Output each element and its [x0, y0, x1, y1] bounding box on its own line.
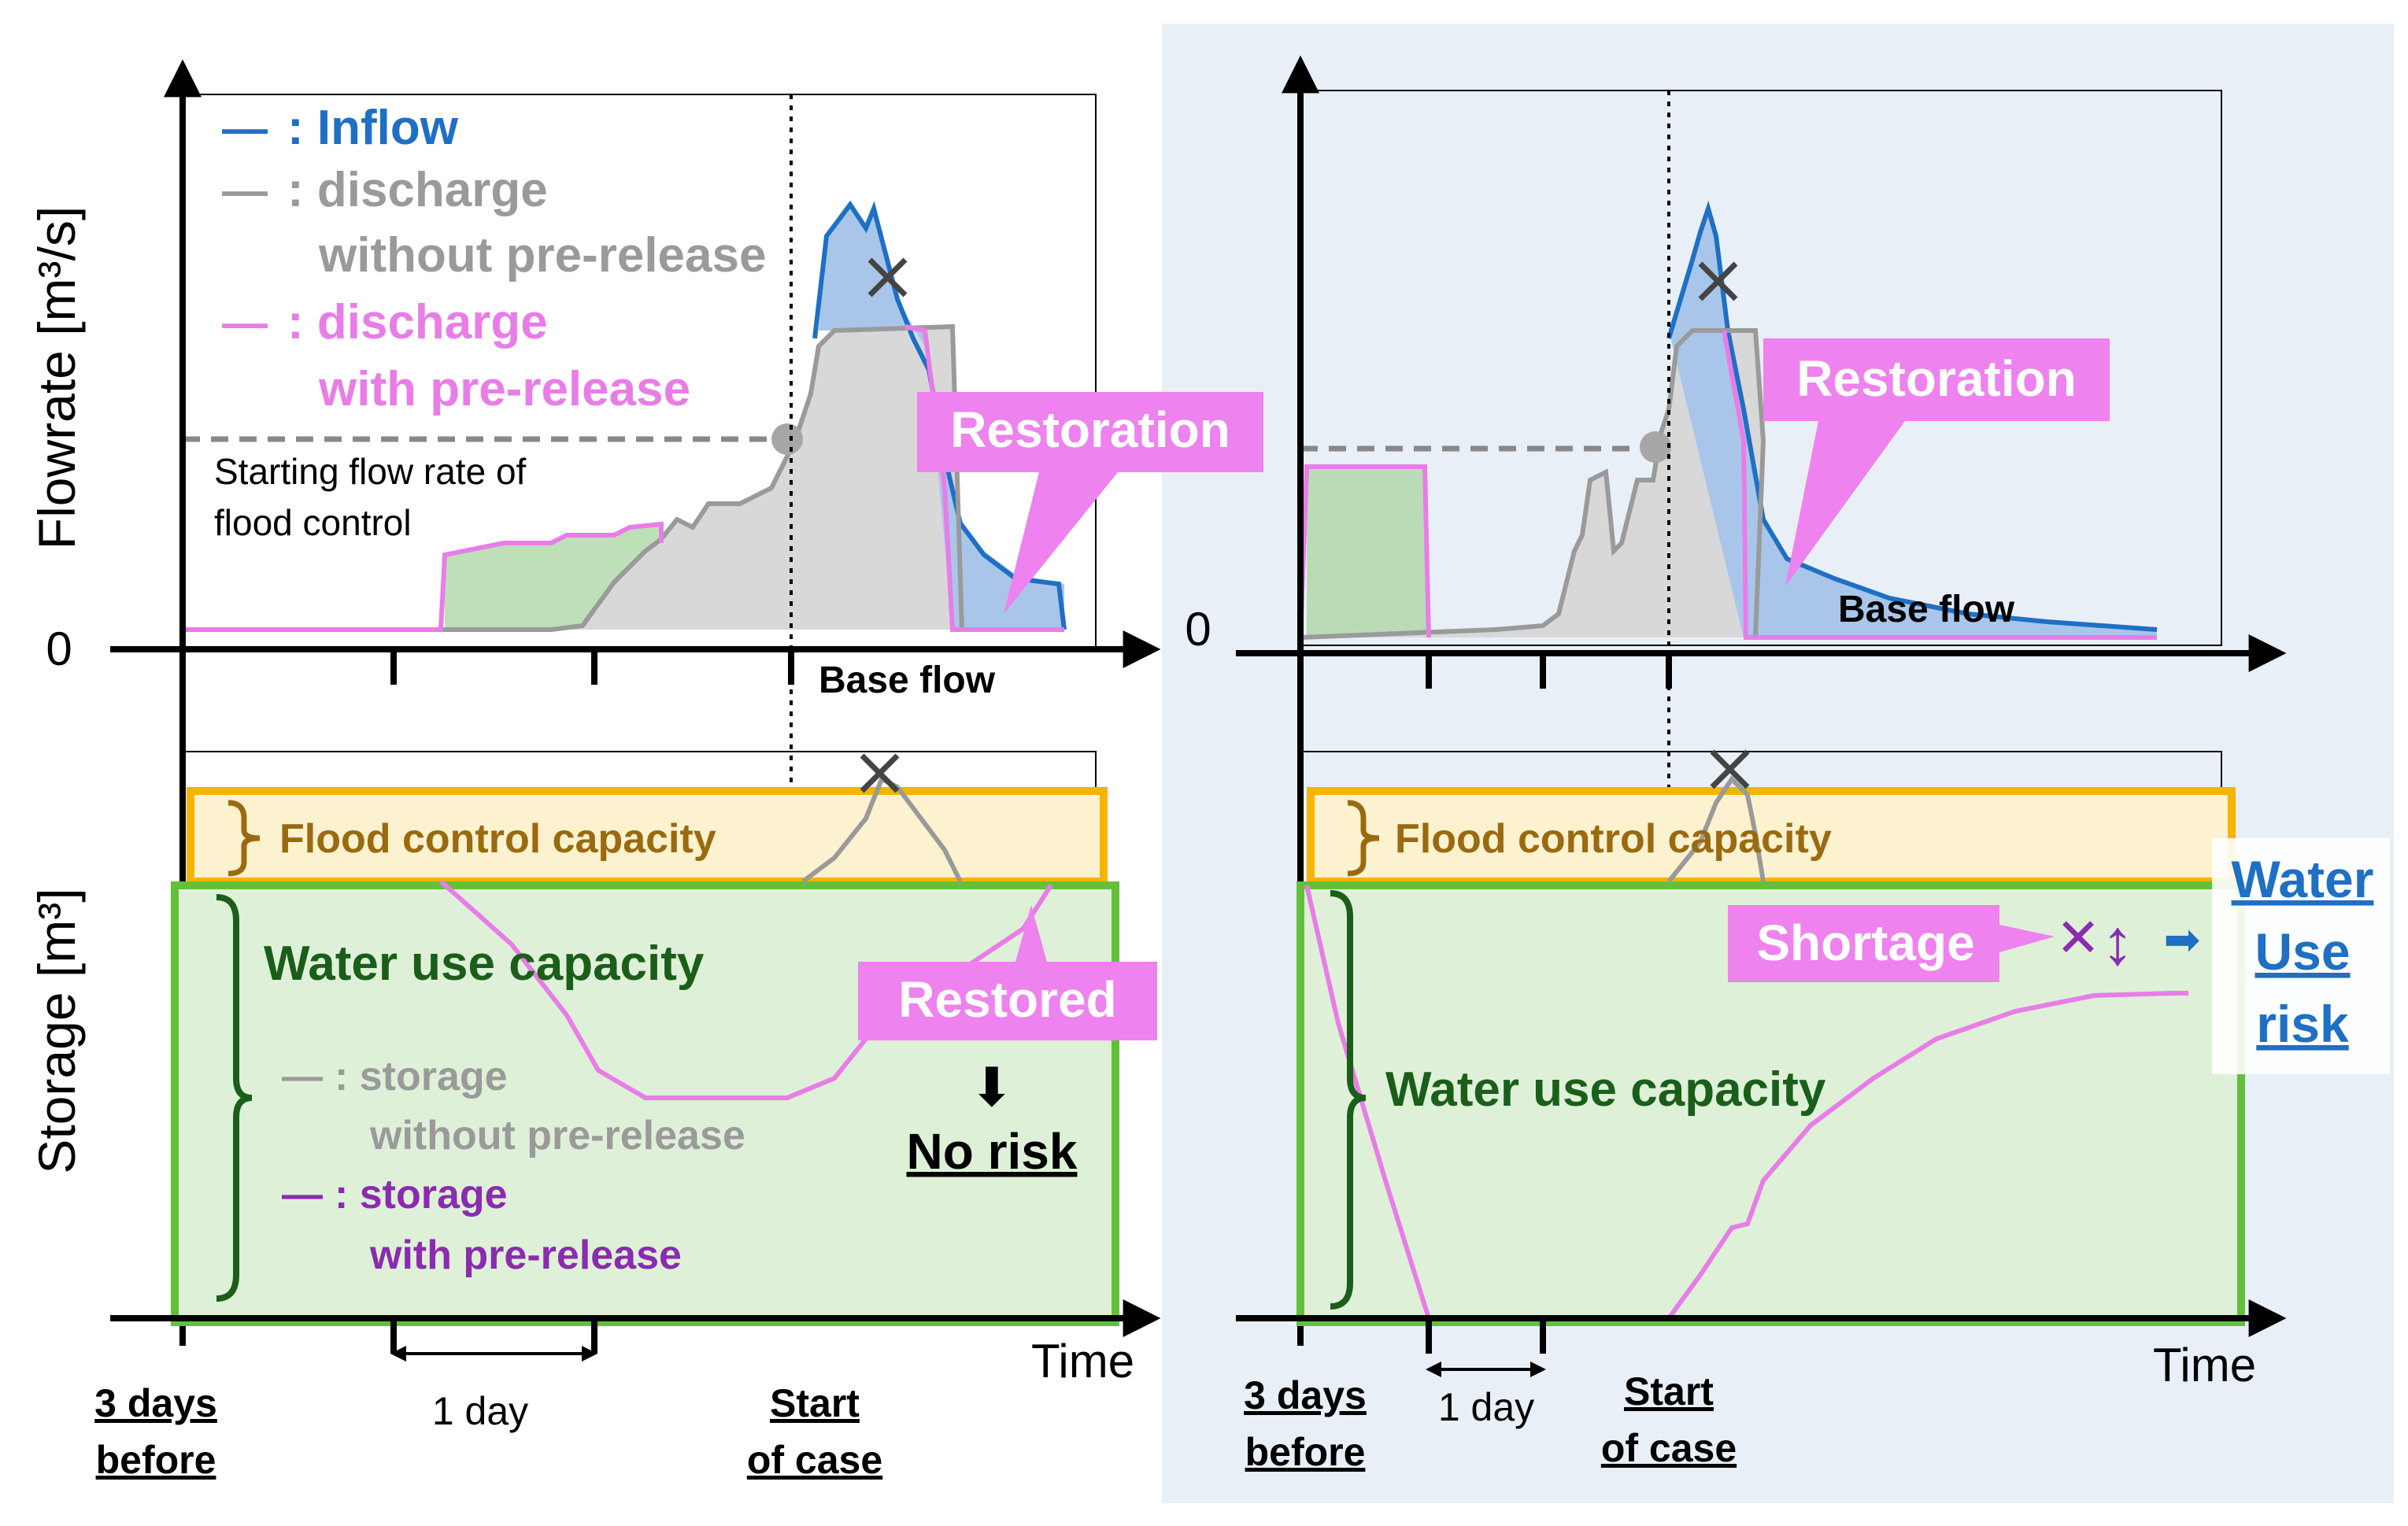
left-no-risk-label: No risk: [907, 1123, 1078, 1180]
right-start-label-1: Start: [1624, 1369, 1714, 1413]
left-three-days-label-1: 3 days: [94, 1381, 217, 1425]
right-storage-cross: [1710, 749, 1750, 789]
left-time-label: Time: [1031, 1335, 1134, 1387]
left-start-label-1: Start: [770, 1381, 860, 1425]
right-shortage-cross: ✕: [2056, 908, 2101, 968]
left-storage-legend-with-dash: —: [282, 1172, 323, 1217]
left-storage-legend-with-2: with pre-release: [369, 1232, 682, 1278]
left-legend-without-2: without pre-release: [318, 228, 766, 283]
right-storage-with-line: [1304, 885, 2188, 1320]
right-discharge-without-line: [1300, 328, 1766, 640]
left-legend-with-dash: —: [222, 297, 268, 349]
left-storage-cross: [860, 753, 900, 793]
right-water-use-risk-label-1: Water: [2232, 850, 2374, 908]
left-legend-inflow: : Inflow: [287, 101, 459, 155]
left-discharge-without-area: [183, 327, 962, 630]
right-flood-brace: [1347, 800, 1380, 877]
left-legend-without-dash: —: [222, 165, 268, 216]
left-zero-label: 0: [46, 623, 72, 675]
right-shortage-label: Shortage: [1756, 914, 1974, 971]
left-water-use-capacity-label: Water use capacity: [264, 937, 705, 991]
right-three-days-label-1: 3 days: [1244, 1373, 1367, 1417]
left-storage-legend-without-2: without pre-release: [369, 1113, 745, 1158]
left-legend-with-1: : discharge: [287, 295, 548, 349]
left-discharge-with-line: [183, 324, 1064, 632]
right-water-use-risk-box: [2212, 838, 2390, 1074]
right-water-brace: [1330, 890, 1367, 1310]
left-y-axis-flow-label: Flowrate [m³/s]: [28, 206, 86, 549]
left-storage-with-line: [439, 879, 1053, 1100]
left-three-days-label-2: before: [96, 1438, 216, 1482]
left-inflow-area: [819, 205, 1064, 630]
right-three-days-label-2: before: [1245, 1430, 1366, 1474]
right-flood-control-capacity-label: Flood control capacity: [1395, 816, 1832, 862]
right-inflow-line: [1666, 200, 2158, 632]
left-legend-without-1: : discharge: [287, 163, 548, 217]
right-water-use-risk-label-3: risk: [2256, 995, 2349, 1053]
left-starting-flow-point: [771, 423, 803, 455]
left-one-day-label: 1 day: [432, 1389, 528, 1433]
left-flood-control-capacity-label: Flood control capacity: [279, 816, 716, 862]
right-base-flow-label: Base flow: [1838, 589, 2015, 630]
left-pre-release-area: [445, 524, 661, 630]
left-storage-legend-without-dash: —: [282, 1054, 323, 1099]
left-water-use-capacity-band: [171, 881, 1119, 1326]
left-inflow-line: [812, 200, 1067, 630]
right-discharge-without-area: [1300, 331, 1763, 637]
left-legend-with-2: with pre-release: [318, 362, 690, 416]
right-one-day-label: 1 day: [1438, 1385, 1534, 1429]
right-shortage-updown-arrow: ↕: [2102, 907, 2134, 978]
left-restored-label: Restored: [898, 971, 1116, 1028]
right-storage-without-line: [1666, 775, 1766, 883]
left-restored-callout: Restored: [858, 905, 1157, 1040]
left-starting-flow-label-1: Starting flow rate of: [214, 451, 527, 492]
right-arrow-to-risk: ➡: [2164, 914, 2201, 964]
left-storage-legend-without-1: : storage: [335, 1054, 508, 1099]
left-storage-legend-with-1: : storage: [335, 1172, 508, 1217]
left-water-brace: [216, 894, 253, 1302]
right-zero-label: 0: [1185, 603, 1211, 656]
left-peak-cross: [867, 257, 908, 297]
left-discharge-without-line: [183, 323, 964, 632]
right-water-use-risk-label-2: Use: [2254, 922, 2350, 981]
left-start-label-2: of case: [747, 1438, 882, 1482]
right-shortage-callout: Shortage: [1728, 905, 2055, 982]
right-panel: Restoration Base flow 0 Flood control ca…: [1185, 55, 2390, 1474]
right-flood-control-capacity-band: [1307, 787, 2236, 885]
left-flood-brace: [227, 800, 261, 877]
right-pre-release-area: [1307, 467, 1429, 637]
right-peak-cross: [1698, 261, 1738, 301]
right-restoration-label: Restoration: [1796, 350, 2077, 407]
left-restoration-callout: Restoration: [917, 392, 1263, 614]
left-restoration-label: Restoration: [950, 401, 1230, 458]
left-panel: — : Inflow — : discharge without pre-rel…: [28, 59, 1263, 1482]
right-water-use-capacity-label: Water use capacity: [1385, 1062, 1826, 1117]
right-starting-flow-point: [1640, 431, 1671, 463]
right-start-label-2: of case: [1601, 1426, 1737, 1470]
left-base-flow-label: Base flow: [819, 660, 996, 701]
left-y-axis-storage-label: Storage [m³]: [28, 888, 86, 1173]
right-restoration-callout: Restoration: [1763, 338, 2110, 586]
right-time-label: Time: [2153, 1339, 2256, 1391]
left-legend-inflow-dash: —: [222, 103, 268, 154]
left-starting-flow-label-2: flood control: [214, 502, 412, 543]
left-down-arrow: ⬇: [970, 1058, 1015, 1118]
